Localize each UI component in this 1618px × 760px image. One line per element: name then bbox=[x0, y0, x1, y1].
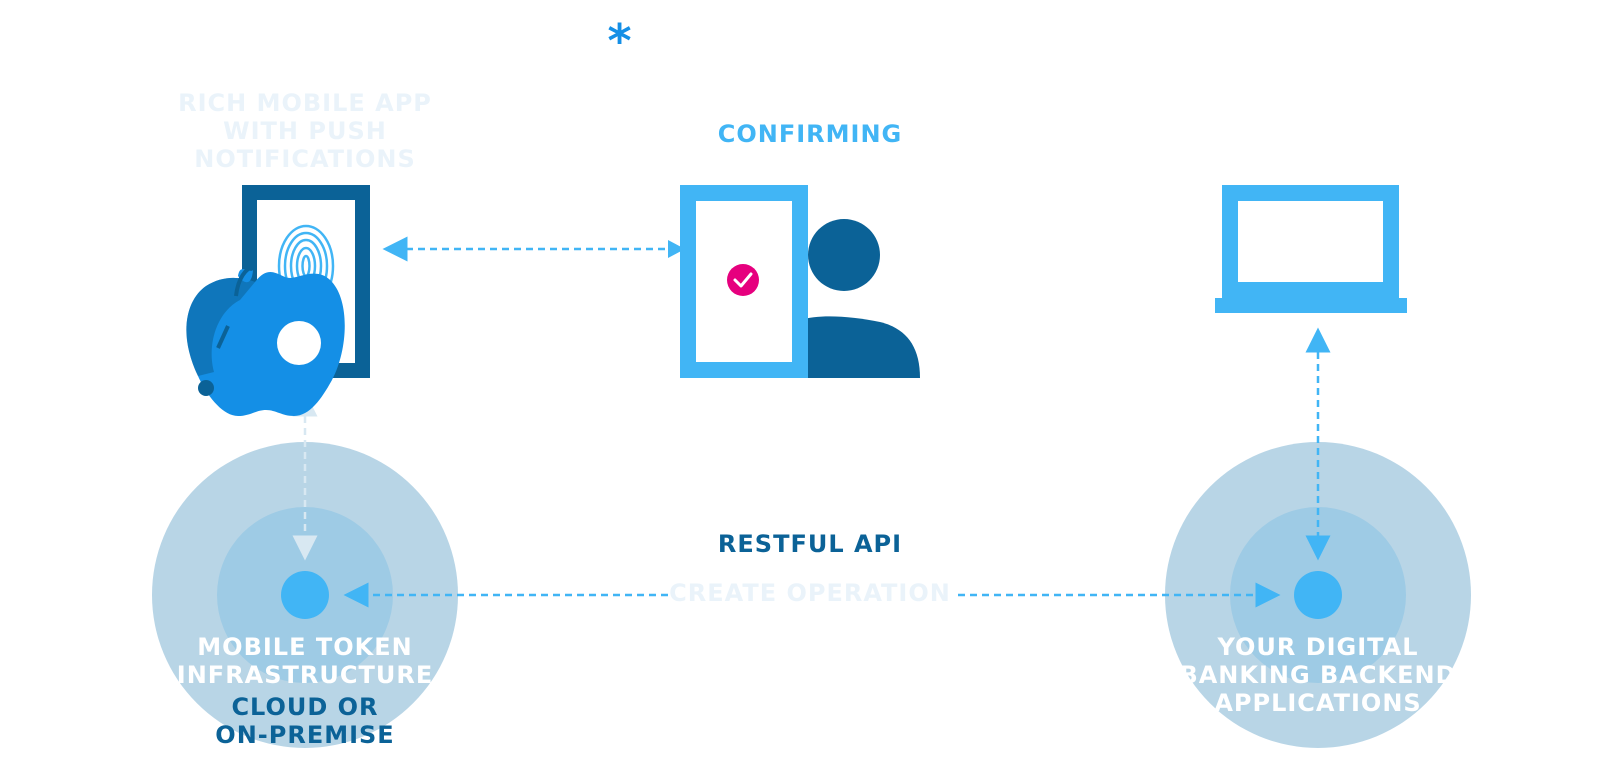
deployment-label: CLOUD OR ON-PREMISE bbox=[215, 693, 395, 749]
confirming-label: CONFIRMING bbox=[717, 120, 903, 148]
asterisk-marker: * bbox=[607, 14, 633, 68]
banking-backend-label: YOUR DIGITAL BANKING BACKEND APPLICATION… bbox=[1179, 633, 1457, 717]
apple-icon bbox=[186, 264, 345, 416]
banking-backend-node bbox=[1165, 442, 1471, 748]
laptop-icon bbox=[1215, 185, 1407, 313]
create-operation-label: CREATE OPERATION bbox=[669, 579, 951, 607]
token-infrastructure-node bbox=[152, 442, 458, 748]
restful-api-label: RESTFUL API bbox=[717, 530, 903, 558]
mobile-app-label: RICH MOBILE APP WITH PUSH NOTIFICATIONS bbox=[178, 89, 432, 173]
token-infrastructure-label: MOBILE TOKEN INFRASTRUCTURE bbox=[176, 633, 434, 689]
confirm-arrow-tail bbox=[668, 240, 685, 258]
phone-user-confirm-icon bbox=[680, 185, 920, 378]
